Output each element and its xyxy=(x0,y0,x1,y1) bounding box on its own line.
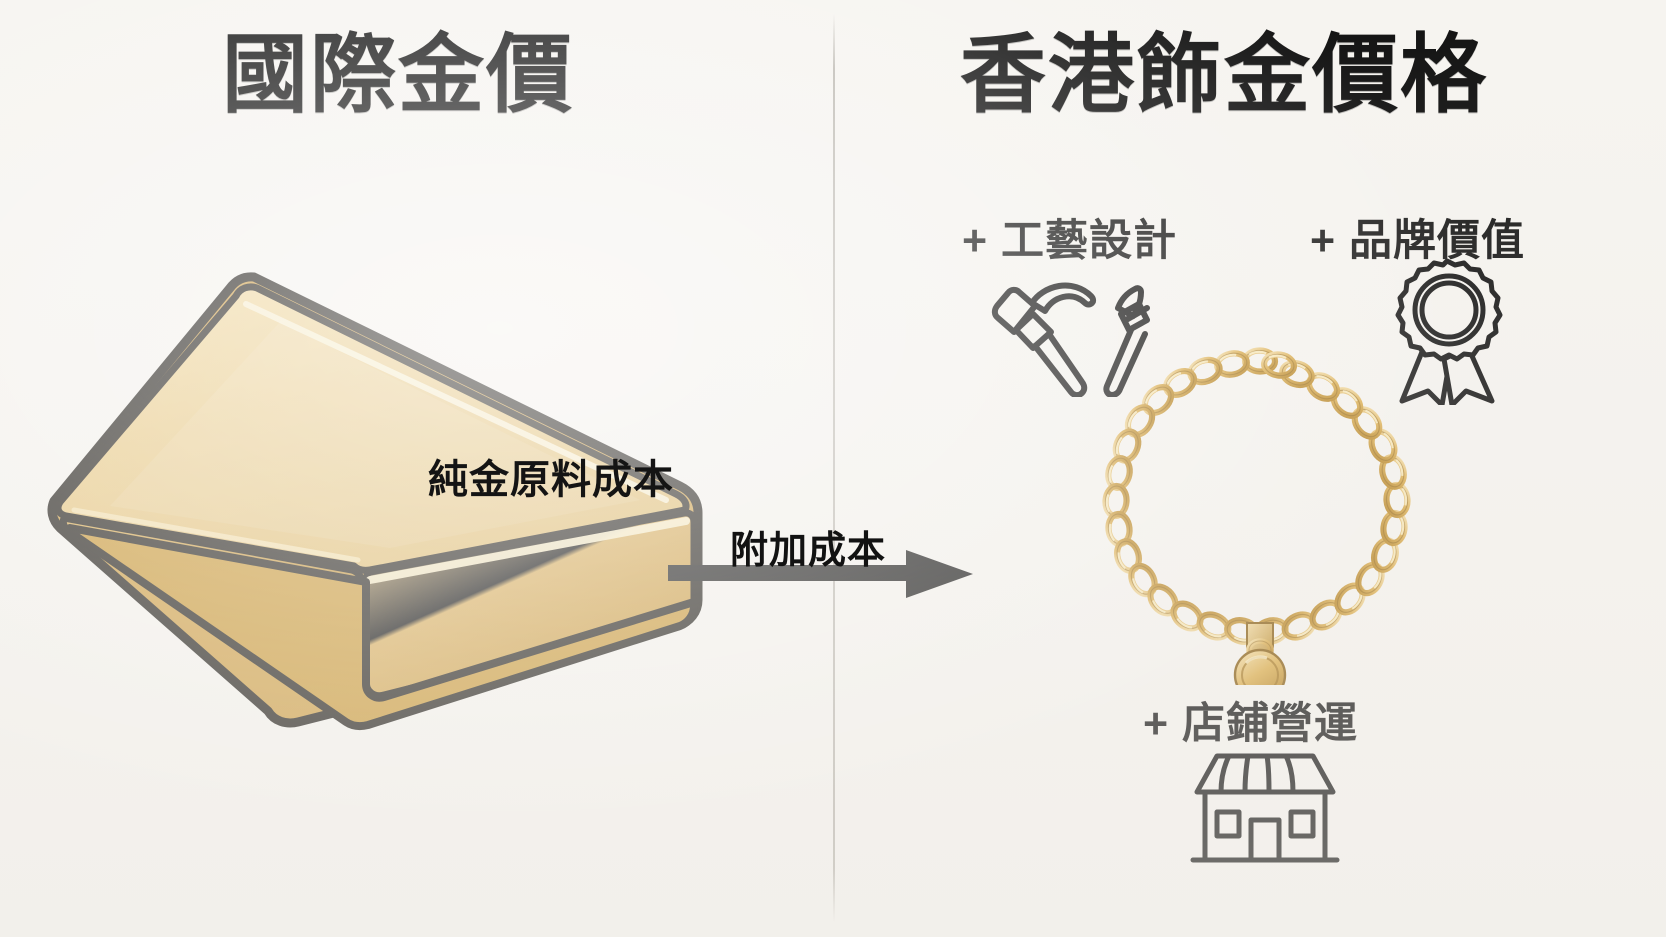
right-arrow-icon xyxy=(668,550,973,598)
craft-design-cost-label: + 工藝設計 xyxy=(962,217,1178,265)
brand-value-cost-label: + 品牌價值 xyxy=(1310,217,1526,265)
gold-necklace-icon xyxy=(1095,345,1425,685)
award-ribbon-icon xyxy=(1395,258,1503,405)
chain-links xyxy=(1104,350,1408,645)
gold-bar-icon xyxy=(47,272,703,730)
right-panel-title: 香港飾金價格 xyxy=(960,27,1488,123)
additional-cost-label: 附加成本 xyxy=(730,530,887,572)
left-panel-title: 國際金價 xyxy=(222,27,574,123)
panel-divider xyxy=(833,14,835,923)
storefront-icon xyxy=(1190,753,1340,863)
pendant-medallion xyxy=(1233,648,1287,685)
hammer-and-paintbrush-icon xyxy=(991,282,1150,397)
pure-gold-material-cost-label: 純金原料成本 xyxy=(428,458,674,502)
shop-operation-cost-label: + 店鋪營運 xyxy=(1143,700,1359,748)
